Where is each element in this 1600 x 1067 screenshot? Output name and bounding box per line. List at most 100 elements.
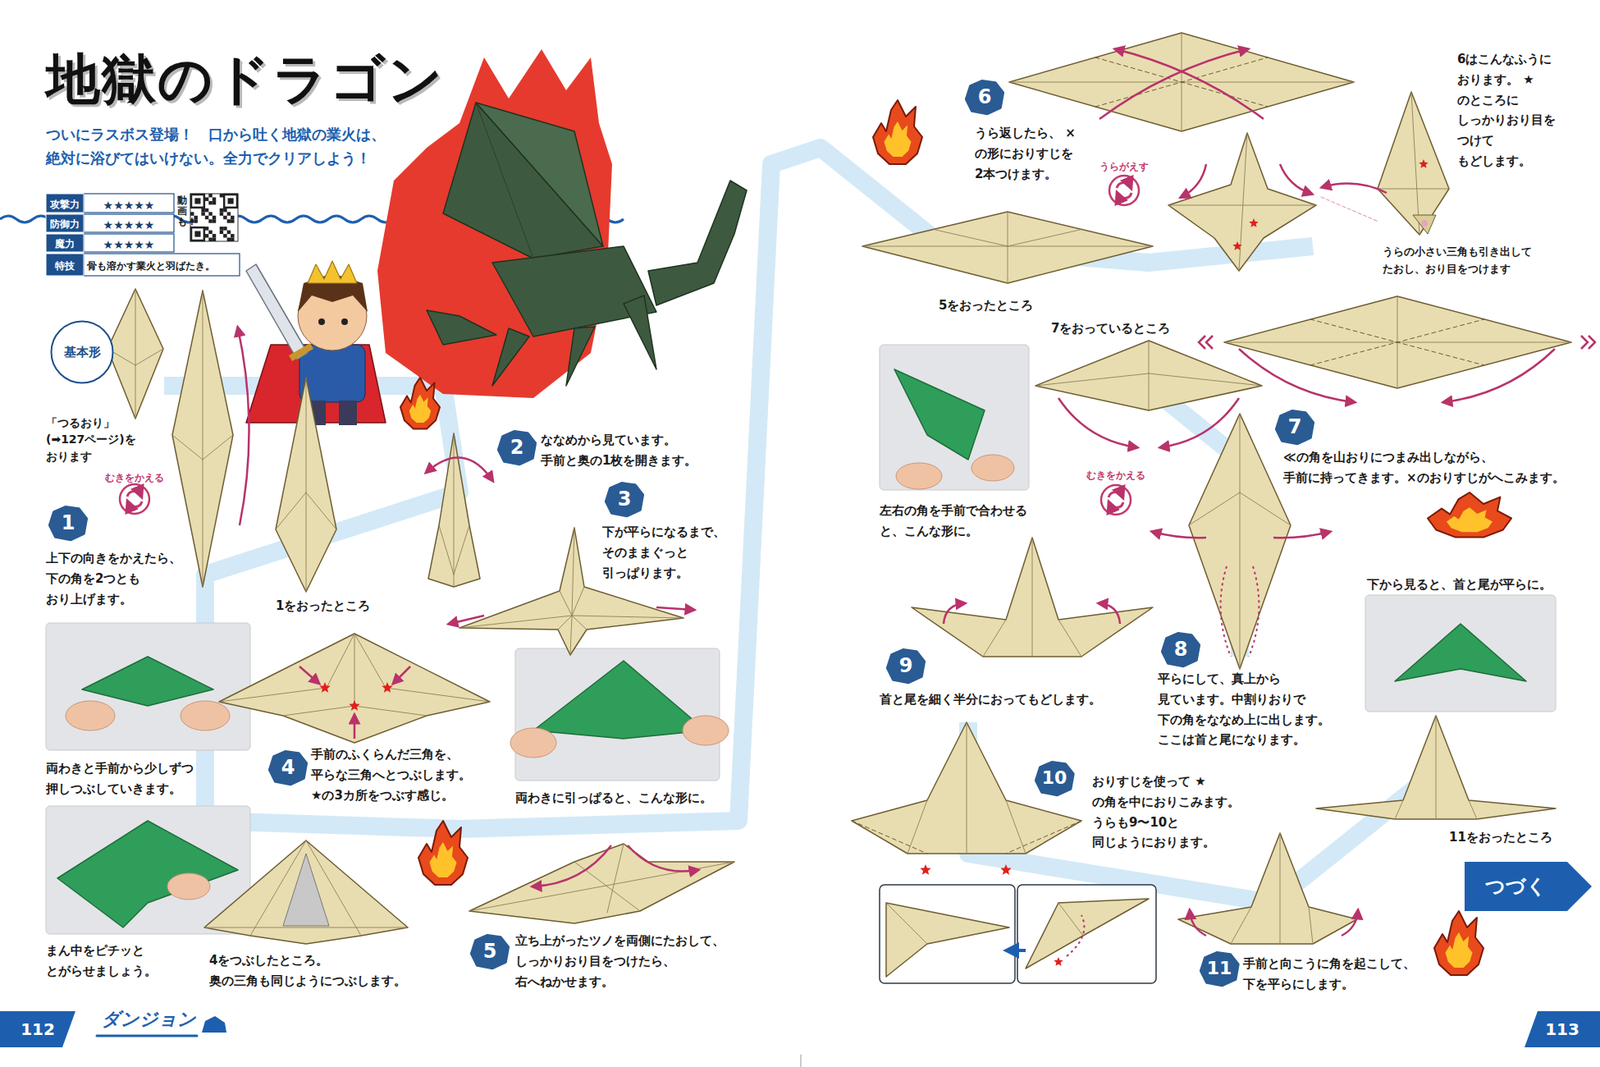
node-text: 基本形 bbox=[64, 345, 101, 360]
qr-module bbox=[230, 237, 234, 242]
qr-finder bbox=[194, 231, 201, 238]
crease-line bbox=[1239, 413, 1241, 669]
crease-line bbox=[354, 633, 386, 688]
basic-form-circle: 基本形 bbox=[50, 320, 115, 384]
dragon-wing bbox=[443, 102, 604, 259]
photo-frame bbox=[1365, 594, 1556, 712]
node-text: 10 bbox=[1042, 768, 1068, 788]
fold-line bbox=[1095, 57, 1268, 107]
fire-core bbox=[1446, 507, 1493, 532]
note-text: 手前のふくらんだ三角を、 平らな三角へとつぶします。 ★の3カ所をつぶす感じ。 bbox=[310, 744, 475, 805]
crease-line bbox=[202, 290, 204, 587]
crease-line bbox=[607, 843, 624, 913]
crease-line bbox=[306, 492, 337, 530]
crease-line bbox=[438, 525, 454, 575]
note-text: ≪の角を山おりにつまみ出しながら、 手前に持ってきます。×のおりすじがへこみます… bbox=[1283, 447, 1568, 489]
qr-module bbox=[223, 233, 227, 238]
paper-shape bbox=[107, 288, 164, 419]
crease-line bbox=[135, 348, 164, 366]
crease-line bbox=[469, 861, 735, 911]
photo-frame bbox=[515, 648, 720, 781]
paper-shape bbox=[1035, 340, 1262, 411]
fold-arrow bbox=[627, 845, 698, 872]
crease-line bbox=[571, 615, 684, 618]
crease-line bbox=[907, 800, 928, 854]
qr-module bbox=[212, 237, 216, 242]
crease-line bbox=[1411, 91, 1420, 235]
guide-dot bbox=[1421, 219, 1428, 227]
crease-line bbox=[1005, 800, 1026, 854]
page-spine bbox=[800, 1054, 802, 1067]
paper-shape bbox=[1316, 715, 1556, 819]
fold-arrow bbox=[1152, 531, 1207, 538]
paper-shape bbox=[275, 377, 337, 592]
badge-shape bbox=[887, 649, 924, 682]
fire-icon bbox=[873, 100, 923, 165]
crease-line bbox=[1377, 188, 1450, 190]
paper-flap bbox=[1412, 214, 1436, 234]
dragon-wing bbox=[475, 102, 604, 247]
star-mark bbox=[1232, 241, 1242, 251]
table-cell bbox=[83, 253, 240, 276]
hand bbox=[65, 700, 115, 731]
paper-shape bbox=[219, 633, 490, 743]
qr-module bbox=[219, 230, 224, 234]
star-mark bbox=[381, 681, 393, 693]
hand bbox=[180, 700, 230, 731]
qr-module bbox=[212, 219, 216, 223]
crease-line bbox=[559, 590, 572, 616]
turn-arrow bbox=[1108, 491, 1123, 498]
hand bbox=[510, 727, 557, 758]
qr-finder bbox=[228, 197, 234, 204]
star-mark bbox=[319, 681, 330, 693]
crease-line bbox=[886, 902, 928, 944]
qr-module bbox=[208, 237, 212, 242]
fold-arrow bbox=[1099, 49, 1248, 119]
circle-shape bbox=[51, 321, 114, 384]
crease-line bbox=[283, 705, 355, 716]
hero-leg bbox=[338, 400, 357, 426]
qr-module bbox=[219, 211, 224, 215]
fold-arrow bbox=[1322, 183, 1387, 193]
crease-line bbox=[326, 633, 355, 688]
fire-core bbox=[409, 394, 431, 423]
qr-module bbox=[201, 208, 205, 212]
fire-icon bbox=[1434, 910, 1484, 975]
crease-line bbox=[1168, 205, 1317, 206]
table-head-cell bbox=[45, 233, 84, 252]
qr-finder bbox=[191, 227, 205, 241]
qr-finder bbox=[194, 197, 201, 204]
fold-arrow bbox=[1181, 164, 1207, 197]
fire-icon bbox=[1427, 492, 1512, 538]
crease-line bbox=[935, 229, 1008, 247]
qr-code bbox=[190, 193, 238, 242]
star-mark bbox=[1248, 218, 1258, 228]
table-cell-text: 防御力 bbox=[45, 216, 84, 234]
table-cell-text: ★★★★★ bbox=[83, 235, 174, 255]
tab-shape bbox=[0, 1010, 76, 1047]
step-number: 7 bbox=[1275, 409, 1314, 444]
green-paper bbox=[533, 660, 706, 739]
hand bbox=[971, 454, 1015, 481]
qr-module bbox=[190, 211, 194, 215]
arrow-shape bbox=[1464, 861, 1592, 911]
step-number: 5 bbox=[470, 933, 509, 969]
hand bbox=[167, 873, 211, 900]
inset-frame bbox=[1017, 884, 1157, 983]
fold-line bbox=[1310, 319, 1485, 366]
star-mark bbox=[1053, 956, 1063, 966]
fold-arrow bbox=[449, 615, 485, 624]
paper-shape bbox=[886, 902, 1010, 977]
dragon-crease bbox=[475, 102, 534, 259]
star-mark bbox=[919, 864, 931, 875]
fire-icon bbox=[400, 377, 440, 429]
crease-line bbox=[354, 633, 356, 706]
qr-module bbox=[205, 208, 209, 212]
note-text: 手前と向こうに角を起こして、 下を平らにします。 bbox=[1243, 953, 1419, 995]
qr-module bbox=[219, 208, 224, 212]
hero-crown bbox=[307, 260, 357, 284]
note-text: 両わきと手前から少しずつ 押しつぶしていきます。 bbox=[45, 758, 197, 800]
page-title: 地獄のドラゴン bbox=[45, 42, 445, 117]
step-number: 4 bbox=[269, 749, 307, 785]
note-text: おりすじを使って ★の角を中におりこみます。 うらも9〜10と 同じようにおりま… bbox=[1092, 771, 1255, 853]
